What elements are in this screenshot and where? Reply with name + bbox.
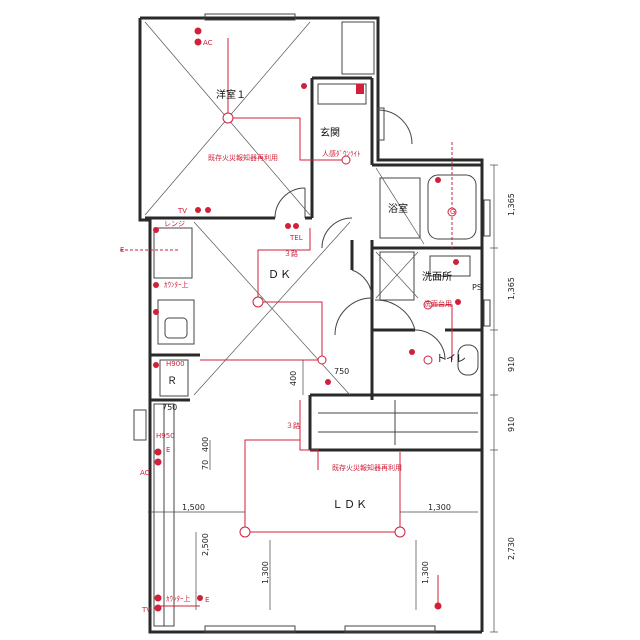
- room-label-washroom: 洗面所: [422, 271, 452, 283]
- wiring: [120, 38, 453, 607]
- dim-right-5: 2,730: [507, 537, 516, 560]
- three-way-note-1: ３路: [284, 249, 298, 258]
- counter-top-note-1: ｶｳﾝﾀｰ上: [164, 280, 189, 289]
- room-label-bath: 浴室: [388, 202, 408, 215]
- dim-750-b: 750: [162, 403, 177, 412]
- range-note: レンジ: [164, 220, 185, 228]
- height-note-950: H950: [156, 432, 175, 440]
- dim-right-1: 1,365: [507, 193, 516, 216]
- dim-750-a: 750: [334, 367, 349, 376]
- dim-2500: 2,500: [201, 533, 210, 556]
- earth-note-3: E: [166, 446, 170, 454]
- counter-top-note-2: ｶｳﾝﾀｰ上: [166, 594, 191, 603]
- earth-note-2: E: [205, 596, 209, 604]
- motion-light-note: 人感ﾀﾞｳﾝﾗｲﾄ: [322, 149, 361, 158]
- tel-note: TEL: [289, 234, 303, 242]
- three-way-note-2: ３路: [286, 421, 300, 430]
- dim-1300-c: 1,300: [421, 561, 430, 584]
- dim-1300-a: 1,300: [428, 503, 451, 512]
- dim-400-b: 400: [201, 437, 210, 452]
- fire-alarm-note-2: 既存火災報知器再利用: [332, 463, 402, 472]
- tv-note-2: TV: [141, 606, 151, 614]
- tv-note-1: TV: [177, 207, 187, 215]
- room-label-ldk: ＬＤＫ: [332, 498, 368, 511]
- outlet-marks: [153, 27, 461, 612]
- ac-note-2: AC: [140, 469, 150, 477]
- dim-right-3: 910: [507, 357, 516, 372]
- dim-right-2: 1,365: [507, 277, 516, 300]
- earth-note-1: E: [120, 246, 124, 254]
- fire-alarm-note-1: 既存火災報知器再利用: [208, 153, 278, 162]
- room-label-ps: PS: [472, 283, 482, 292]
- ceiling-lights: [222, 112, 457, 538]
- dimension-lines: [148, 164, 498, 633]
- room-labels: 洋室１ 玄関 浴室 ＤＫ 洗面所 トイレ ＬＤＫ Ｒ PS: [167, 88, 482, 511]
- dim-1500: 1,500: [182, 503, 205, 512]
- electrical-labels: 既存火災報知器再利用 既存火災報知器再利用 人感ﾀﾞｳﾝﾗｲﾄ レンジ ｶｳﾝﾀ…: [120, 39, 455, 614]
- interior-walls: [145, 76, 482, 452]
- room-label-refrigerator: Ｒ: [167, 376, 177, 387]
- ac-note-1: AC: [203, 39, 213, 47]
- room-diagonals: [144, 21, 425, 396]
- dim-right-4: 910: [507, 417, 516, 432]
- door-swings: [274, 109, 446, 361]
- gas-note: G: [450, 208, 455, 216]
- closet-details: [133, 13, 491, 633]
- dim-1300-b: 1,300: [261, 561, 270, 584]
- room-label-toilet: トイレ: [436, 354, 466, 365]
- washstand-note: 洗面台用: [424, 299, 452, 308]
- dimension-labels: 1,365 1,365 910 910 2,730 400 750 750 40…: [162, 193, 516, 584]
- room-label-entrance: 玄関: [320, 126, 340, 139]
- room-label-dk: ＤＫ: [268, 268, 292, 281]
- dim-70: 70: [201, 460, 210, 470]
- dim-400-a: 400: [289, 371, 298, 386]
- height-note-900: H900: [166, 360, 185, 368]
- room-label-western: 洋室１: [216, 88, 246, 101]
